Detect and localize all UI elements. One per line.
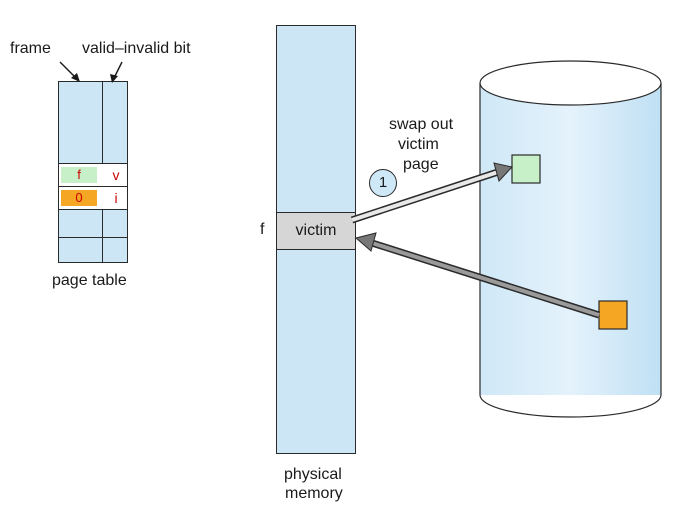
page-table-frame-cell: f: [61, 167, 97, 183]
swap-out-label-line2: victim: [398, 136, 439, 153]
page-table-bit-cell: v: [112, 167, 120, 183]
page-table-bit-cell: i: [114, 190, 118, 206]
swapped-page-green: [511, 154, 541, 184]
valid-bit-pointer-arrow: [110, 61, 123, 83]
swap-in-arrow: [354, 232, 601, 319]
page-table-label: page table: [52, 272, 127, 289]
swap-out-label-line1: swap out: [389, 116, 454, 133]
frame-marker-label: f: [260, 221, 265, 238]
page-table-row: f v: [59, 163, 127, 186]
desired-page-orange: [598, 300, 628, 330]
page-table-row: 0 i: [59, 186, 127, 209]
backing-store-disk: [479, 60, 662, 418]
page-table-row-line: [59, 209, 127, 210]
valid-invalid-bit-label: valid–invalid bit: [82, 40, 191, 57]
physical-memory-label-line1: physical: [284, 466, 342, 483]
frame-pointer-arrow: [59, 61, 80, 82]
step-1-badge: 1: [369, 169, 397, 197]
page-table-frame-cell: 0: [61, 190, 97, 206]
physical-memory-label-line2: memory: [285, 485, 343, 502]
swap-out-arrow: [350, 162, 513, 224]
swap-out-label-line3: page: [403, 156, 439, 173]
frame-label: frame: [10, 40, 51, 57]
victim-frame: victim: [276, 212, 356, 250]
page-table-row-line: [59, 237, 127, 238]
page-table: f v 0 i: [58, 81, 128, 263]
